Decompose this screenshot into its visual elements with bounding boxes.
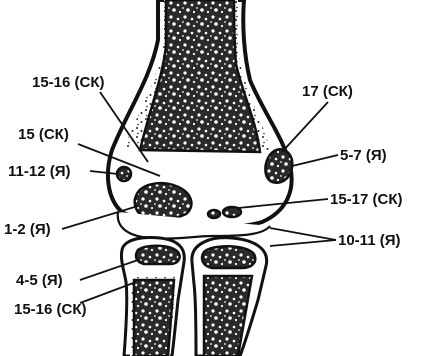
label-5-7-ya: 5-7 (Я) bbox=[340, 147, 387, 164]
label-4-5-ya: 4-5 (Я) bbox=[16, 272, 63, 289]
radius-head-center bbox=[136, 246, 180, 264]
label-15-16-sk-top: 15-16 (СК) bbox=[32, 74, 105, 91]
label-15-17-sk: 15-17 (СК) bbox=[330, 191, 403, 208]
label-1-2-ya: 1-2 (Я) bbox=[4, 221, 51, 238]
label-15-16-sk-bottom: 15-16 (СК) bbox=[14, 301, 87, 318]
label-17-sk: 17 (СК) bbox=[302, 83, 353, 100]
ulna-bone bbox=[192, 238, 267, 356]
label-15-sk: 15 (СК) bbox=[18, 126, 69, 143]
leader-5-7 bbox=[292, 155, 338, 166]
radius-bone bbox=[121, 238, 184, 356]
label-11-12-ya: 11-12 (Я) bbox=[8, 163, 70, 180]
label-10-11-ya: 10-11 (Я) bbox=[338, 232, 400, 249]
medial-epicondyle-center bbox=[117, 167, 131, 181]
epicondyle-ossification-center bbox=[265, 149, 292, 183]
humerus-bone bbox=[108, 0, 292, 239]
capitulum-ossification-center bbox=[135, 183, 192, 219]
leader-10-11-a bbox=[270, 228, 336, 240]
leader-17 bbox=[282, 102, 328, 152]
trochlea-fragment-1 bbox=[208, 210, 220, 218]
olecranon-center bbox=[202, 246, 255, 268]
leader-10-11-b bbox=[270, 240, 336, 246]
